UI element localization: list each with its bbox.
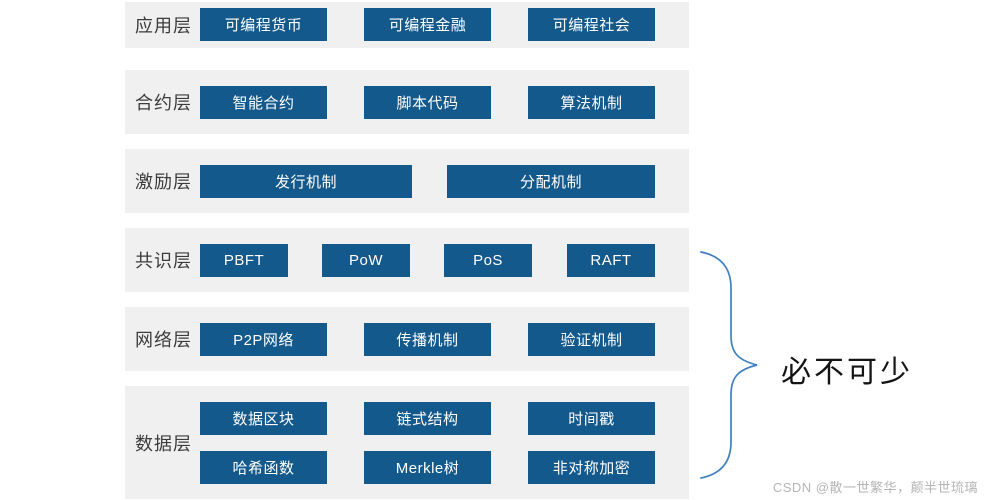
node-label: 可编程金融 [388,17,467,34]
node-label: 发行机制 [274,174,337,191]
node-label: 哈希函数 [232,460,295,477]
node-label: 验证机制 [560,332,623,349]
node-programmable-currency: 可编程货币 [200,8,327,41]
contract-layer-label: 合约层 [135,93,192,113]
node-distribution-mechanism: 分配机制 [447,165,655,198]
node-label: 链式结构 [396,411,459,428]
contract-layer-band: 合约层 智能合约 脚本代码 算法机制 [125,70,689,134]
node-data-block: 数据区块 [200,402,327,435]
node-label: 分配机制 [519,174,582,191]
curly-brace-icon [700,251,758,479]
node-label: 可编程社会 [552,17,631,34]
node-merkle-tree: Merkle树 [364,451,491,484]
node-asymmetric-encryption: 非对称加密 [528,451,655,484]
node-p2p-network: P2P网络 [200,323,327,356]
node-pos: PoS [444,244,532,277]
node-issuance-mechanism: 发行机制 [200,165,412,198]
consensus-layer-band: 共识层 PBFT PoW PoS RAFT [125,228,689,292]
incentive-layer-band: 激励层 发行机制 分配机制 [125,149,689,213]
node-label: 非对称加密 [552,460,631,477]
node-algorithm-mechanism: 算法机制 [528,86,655,119]
node-label: 数据区块 [232,411,295,428]
node-label: RAFT [590,252,632,269]
node-label: P2P网络 [233,332,294,349]
data-layer-band: 数据层 数据区块 链式结构 时间戳 哈希函数 Merkle树 非对称加密 [125,386,689,499]
node-hash-function: 哈希函数 [200,451,327,484]
consensus-layer-label: 共识层 [135,251,192,271]
network-layer-label: 网络层 [135,330,192,350]
node-label: 时间戳 [568,411,615,428]
node-timestamp: 时间戳 [528,402,655,435]
brace-annotation: 必不可少 [781,356,913,389]
node-label: PoS [473,252,503,269]
node-label: 脚本代码 [396,95,459,112]
node-label: 智能合约 [232,95,295,112]
node-label: Merkle树 [395,460,460,477]
node-label: 算法机制 [560,95,623,112]
node-smart-contract: 智能合约 [200,86,327,119]
node-label: PoW [348,252,383,269]
csdn-watermark: CSDN @散一世繁华，颠半世琉璃 [772,480,978,495]
node-label: 传播机制 [396,332,459,349]
node-propagation-mechanism: 传播机制 [364,323,491,356]
application-layer-band: 应用层 可编程货币 可编程金融 可编程社会 [125,2,689,48]
node-label: 可编程货币 [224,17,303,34]
node-label: PBFT [223,252,265,269]
node-chain-structure: 链式结构 [364,402,491,435]
node-programmable-finance: 可编程金融 [364,8,491,41]
node-pow: PoW [322,244,410,277]
node-pbft: PBFT [200,244,288,277]
data-layer-label: 数据层 [135,433,192,454]
node-raft: RAFT [567,244,655,277]
node-script-code: 脚本代码 [364,86,491,119]
node-programmable-society: 可编程社会 [528,8,655,41]
node-verification-mechanism: 验证机制 [528,323,655,356]
incentive-layer-label: 激励层 [135,172,192,192]
network-layer-band: 网络层 P2P网络 传播机制 验证机制 [125,307,689,371]
application-layer-label: 应用层 [135,16,192,36]
